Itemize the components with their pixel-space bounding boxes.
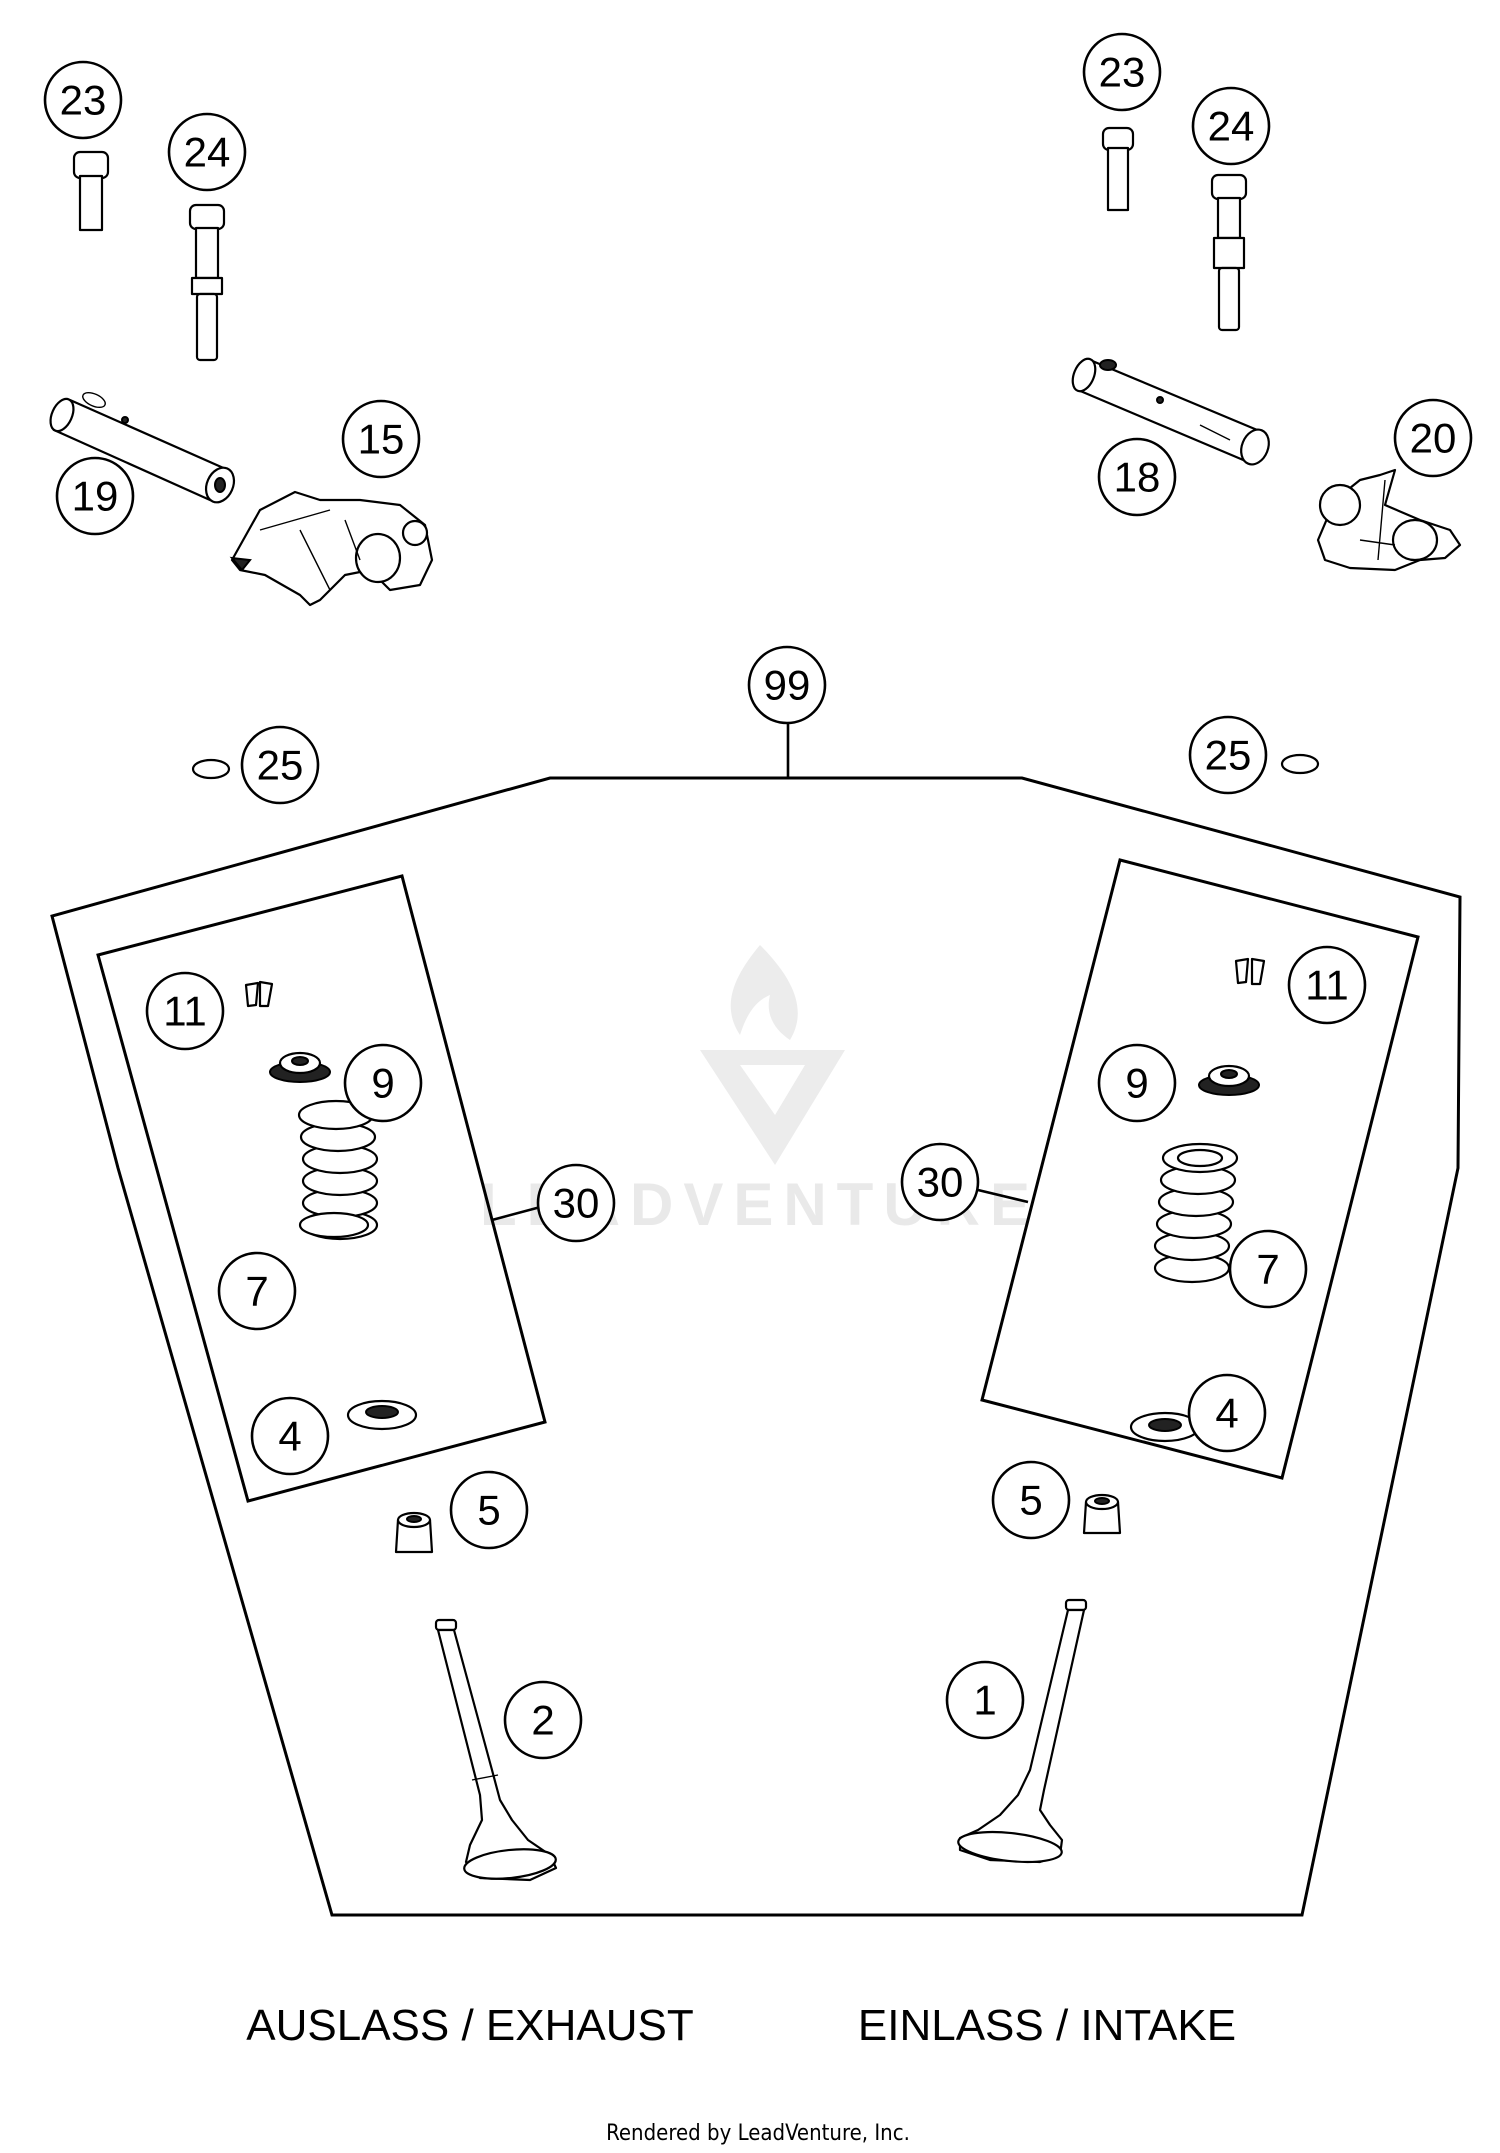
callout-23-left-label: 23 bbox=[60, 77, 107, 124]
callout-4-left-label: 4 bbox=[278, 1413, 301, 1460]
callout-30-left-label: 30 bbox=[553, 1180, 600, 1227]
exhaust-spring-kit-frame bbox=[96, 874, 547, 1503]
valve-collets-right bbox=[1234, 957, 1266, 986]
shim-left bbox=[191, 758, 231, 780]
callout-20-label: 20 bbox=[1410, 415, 1457, 462]
callout-99[interactable]: 99 bbox=[747, 645, 827, 725]
callout-4-left[interactable]: 4 bbox=[250, 1396, 330, 1476]
watermark-v-icon bbox=[700, 1050, 845, 1165]
callout-9-right[interactable]: 9 bbox=[1097, 1043, 1177, 1123]
rocker-arm-left bbox=[229, 490, 434, 607]
valve-collets-left bbox=[244, 980, 274, 1008]
callout-24-right-label: 24 bbox=[1208, 103, 1255, 150]
valve-stem-seal-right bbox=[1082, 1493, 1122, 1535]
callout-30-right-label: 30 bbox=[917, 1159, 964, 1206]
callout-5-left-label: 5 bbox=[477, 1487, 500, 1534]
valve-stem-seal-left bbox=[394, 1511, 434, 1554]
callout-9-left[interactable]: 9 bbox=[343, 1043, 423, 1123]
rocker-shaft-left bbox=[49, 391, 236, 504]
valve-spring-right bbox=[1153, 1142, 1239, 1284]
callout-25-left[interactable]: 25 bbox=[240, 725, 320, 805]
spring-seat-right bbox=[1129, 1411, 1201, 1443]
callout-99-label: 99 bbox=[764, 662, 811, 709]
callout-19-label: 19 bbox=[72, 473, 119, 520]
watermark-flame-icon bbox=[730, 945, 798, 1040]
callout-11-right-label: 11 bbox=[1305, 962, 1349, 1009]
callout-19[interactable]: 19 bbox=[55, 456, 135, 536]
exhaust-caption: AUSLASS / EXHAUST bbox=[246, 2001, 693, 2050]
bolt-long-left bbox=[188, 203, 226, 362]
leader-30-right bbox=[977, 1188, 1029, 1204]
callout-11-left[interactable]: 11 bbox=[145, 971, 225, 1051]
valve-spring-left bbox=[297, 1099, 379, 1241]
callout-2-label: 2 bbox=[531, 1697, 554, 1744]
callout-15-label: 15 bbox=[358, 416, 405, 463]
spring-retainer-left bbox=[269, 1051, 331, 1083]
intake-valve bbox=[957, 1598, 1088, 1864]
callout-4-right-label: 4 bbox=[1215, 1390, 1238, 1437]
valve-assembly-frame bbox=[50, 776, 1462, 1917]
rocker-arm-right bbox=[1316, 468, 1462, 572]
callout-30-left[interactable]: 30 bbox=[536, 1163, 616, 1243]
callout-5-right[interactable]: 5 bbox=[991, 1460, 1071, 1540]
callout-23-left[interactable]: 23 bbox=[43, 60, 123, 140]
callout-5-right-label: 5 bbox=[1019, 1477, 1042, 1524]
callout-30-right[interactable]: 30 bbox=[900, 1142, 980, 1222]
callout-15[interactable]: 15 bbox=[341, 399, 421, 479]
callout-9-left-label: 9 bbox=[371, 1060, 394, 1107]
bolt-short-left bbox=[72, 150, 110, 232]
callout-18-label: 18 bbox=[1114, 454, 1161, 501]
callout-7-left-label: 7 bbox=[245, 1268, 268, 1315]
callout-7-right-label: 7 bbox=[1256, 1246, 1279, 1293]
callout-9-right-label: 9 bbox=[1125, 1060, 1148, 1107]
callout-2[interactable]: 2 bbox=[503, 1680, 583, 1760]
callout-25-right-label: 25 bbox=[1205, 732, 1252, 779]
callout-5-left[interactable]: 5 bbox=[449, 1470, 529, 1550]
intake-caption: EINLASS / INTAKE bbox=[858, 2001, 1236, 2050]
callout-23-right[interactable]: 23 bbox=[1082, 32, 1162, 112]
callout-1-label: 1 bbox=[973, 1677, 996, 1724]
callout-23-right-label: 23 bbox=[1099, 49, 1146, 96]
callout-11-right[interactable]: 11 bbox=[1287, 945, 1367, 1025]
render-credit: Rendered by LeadVenture, Inc. bbox=[606, 2121, 910, 2146]
callout-24-right[interactable]: 24 bbox=[1191, 86, 1271, 166]
shim-right bbox=[1280, 753, 1320, 775]
bolt-long-right bbox=[1210, 173, 1248, 332]
callout-25-right[interactable]: 25 bbox=[1188, 715, 1268, 795]
callout-20[interactable]: 20 bbox=[1393, 398, 1473, 478]
callout-7-right[interactable]: 7 bbox=[1228, 1229, 1308, 1309]
intake-spring-kit-frame bbox=[980, 858, 1420, 1480]
rocker-shaft-right bbox=[1071, 357, 1270, 466]
callout-7-left[interactable]: 7 bbox=[217, 1251, 297, 1331]
spring-seat-left bbox=[346, 1399, 418, 1431]
callout-24-left[interactable]: 24 bbox=[167, 112, 247, 192]
callout-1[interactable]: 1 bbox=[945, 1660, 1025, 1740]
exhaust-valve bbox=[434, 1618, 558, 1882]
bolt-short-right bbox=[1101, 126, 1135, 212]
spring-retainer-right bbox=[1198, 1064, 1260, 1096]
callout-24-left-label: 24 bbox=[184, 129, 231, 176]
callout-25-left-label: 25 bbox=[257, 742, 304, 789]
callout-4-right[interactable]: 4 bbox=[1187, 1373, 1267, 1453]
callout-11-left-label: 11 bbox=[163, 988, 207, 1035]
callout-18[interactable]: 18 bbox=[1097, 437, 1177, 517]
